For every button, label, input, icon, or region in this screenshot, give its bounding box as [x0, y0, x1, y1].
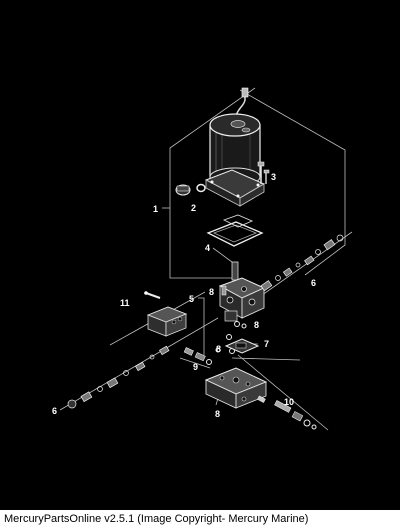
callout-8-d: 8	[215, 409, 220, 419]
copyright-footer: MercuryPartsOnline v2.5.1 (Image Copyrig…	[0, 510, 400, 529]
leader-line-right	[239, 89, 346, 276]
callout-8-a: 8	[209, 287, 214, 297]
pump-motor-assembly	[204, 87, 266, 207]
leader-line-5	[198, 297, 205, 355]
callout-10: 10	[284, 397, 294, 407]
callout-6-left: 6	[52, 406, 57, 416]
leader-line-9	[179, 357, 211, 369]
relief-valve	[257, 395, 317, 430]
callout-5: 5	[189, 294, 194, 304]
hose-fittings-lower-left	[67, 345, 170, 409]
callout-7: 7	[264, 339, 269, 349]
leader-line-4	[212, 247, 233, 263]
callout-8-c: 8	[216, 344, 221, 354]
callout-2: 2	[191, 203, 196, 213]
wire-connector	[241, 87, 249, 98]
callout-1: 1	[153, 204, 158, 214]
hose-fittings-upper-right	[260, 234, 344, 292]
diagonal-line-lr	[237, 354, 329, 431]
leader-line-1	[169, 87, 256, 279]
callout-8-b: 8	[254, 320, 259, 330]
manifold-block	[204, 367, 268, 409]
leader-line-manifold	[231, 357, 301, 361]
callout-11: 11	[120, 298, 130, 308]
pump-valve-body	[218, 277, 266, 322]
callout-4: 4	[205, 243, 210, 253]
callout-6-right: 6	[311, 278, 316, 288]
spacer-block-and-pin	[144, 291, 188, 337]
mounting-screws	[257, 161, 270, 184]
check-valve-parts	[183, 347, 212, 365]
callout-3: 3	[271, 172, 276, 182]
gasket	[206, 214, 264, 247]
fill-cap	[175, 183, 206, 196]
diagonal-line-ur	[254, 231, 353, 301]
seal-plate	[224, 338, 260, 354]
callout-9: 9	[193, 362, 198, 372]
exploded-parts-diagram: 1 2 3 4 5 6 6 7 8 8 8 8 9 10 11	[52, 87, 353, 431]
pump-coupler	[231, 261, 239, 281]
